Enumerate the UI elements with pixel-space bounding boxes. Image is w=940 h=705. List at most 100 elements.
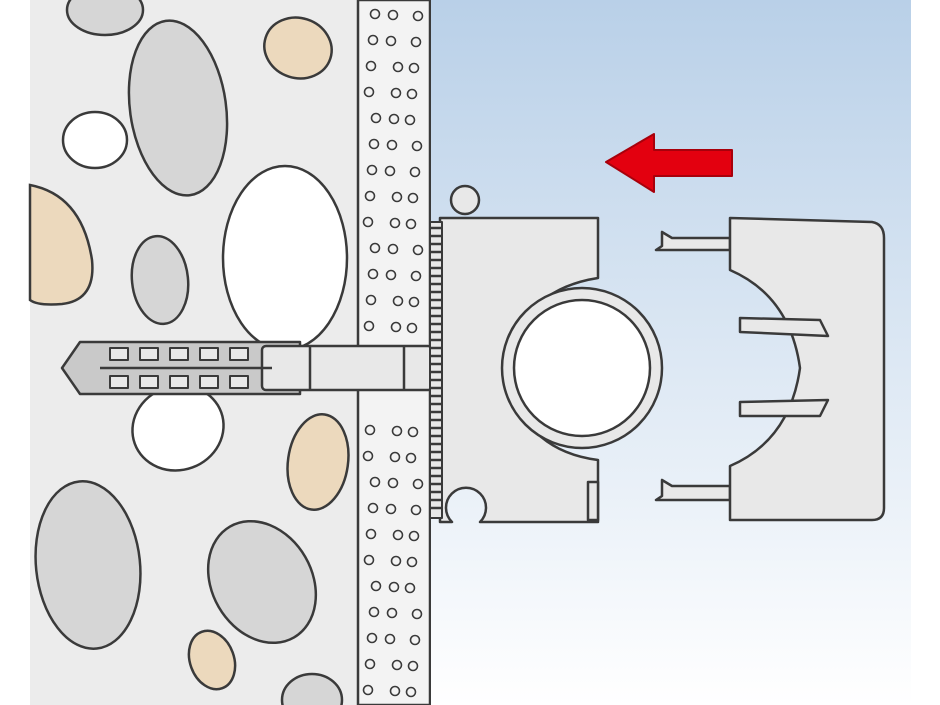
plaster-pore: [406, 556, 418, 568]
plaster-pore: [392, 529, 404, 541]
stone: [28, 183, 94, 306]
stone: [130, 234, 190, 326]
plaster-pore: [406, 88, 418, 100]
plaster-pore: [370, 580, 382, 592]
clip-base-half: [429, 184, 664, 524]
stone: [286, 413, 350, 511]
plaster-pore: [387, 9, 399, 21]
plaster-pore: [407, 192, 419, 204]
arrow-left-icon: [605, 133, 733, 193]
pipe-ring-inner: [512, 298, 652, 438]
plaster-pore: [369, 8, 381, 20]
plaster-pore: [392, 295, 404, 307]
plaster-pore: [390, 87, 402, 99]
plaster-pore: [365, 294, 377, 306]
plaster-pore: [366, 164, 378, 176]
plaster-pore: [362, 216, 374, 228]
plaster-pore: [384, 165, 396, 177]
plaster-pore: [390, 555, 402, 567]
stone: [34, 480, 142, 650]
clip-serration: [429, 221, 443, 519]
stone: [206, 519, 318, 645]
plaster-pore: [384, 633, 396, 645]
plaster-pore: [407, 426, 419, 438]
plaster-pore: [389, 217, 401, 229]
anchor-tooth: [229, 375, 249, 389]
plaster-pore: [388, 113, 400, 125]
stone: [280, 672, 344, 705]
plaster-pore: [362, 684, 374, 696]
plaster-pore: [387, 477, 399, 489]
plaster-pore: [385, 269, 397, 281]
plaster-pore: [408, 530, 420, 542]
plaster-pore: [411, 608, 423, 620]
plaster-pore: [411, 140, 423, 152]
plaster-pore: [412, 10, 424, 22]
anchor-tooth: [169, 347, 189, 361]
plaster-pore: [365, 60, 377, 72]
stone: [65, 0, 145, 37]
plaster-pore: [369, 476, 381, 488]
plaster-pore: [408, 296, 420, 308]
plaster-pore: [391, 191, 403, 203]
anchor-tooth: [139, 347, 159, 361]
anchor-tooth: [199, 347, 219, 361]
plaster-pore: [409, 166, 421, 178]
plaster-pore: [391, 425, 403, 437]
plaster-pore: [410, 270, 422, 282]
plaster-pore: [391, 659, 403, 671]
anchor-tooth: [109, 347, 129, 361]
plaster-pore: [365, 528, 377, 540]
clip-cover-half: [654, 216, 886, 522]
plaster-pore: [368, 606, 380, 618]
plaster-pore: [362, 450, 374, 462]
plaster-pore: [404, 582, 416, 594]
stone: [263, 16, 333, 80]
direction-arrow: [605, 133, 733, 193]
plaster-pore: [407, 660, 419, 672]
plaster-pore: [367, 268, 379, 280]
clip-cover-rib: [738, 316, 830, 338]
plaster-pore: [388, 581, 400, 593]
plaster-pore: [392, 61, 404, 73]
plaster-pore: [363, 320, 375, 332]
plaster-pore: [408, 62, 420, 74]
wall-anchor: [60, 340, 434, 396]
anchor-tooth: [139, 375, 159, 389]
plaster-pore: [404, 114, 416, 126]
plaster-pore: [366, 632, 378, 644]
clip-cover-body: [728, 216, 886, 522]
plaster-pore: [390, 321, 402, 333]
plaster-pore: [405, 218, 417, 230]
stone: [127, 19, 229, 197]
plaster-pore: [363, 554, 375, 566]
clip-serration-lines: [431, 226, 441, 510]
plaster-pore: [412, 244, 424, 256]
plaster-pore: [406, 322, 418, 334]
stone: [61, 110, 129, 170]
plaster-pore: [364, 658, 376, 670]
clip-cover-rib: [738, 398, 830, 418]
plaster-pore: [409, 634, 421, 646]
plaster-pore: [368, 138, 380, 150]
clip-top-knob: [449, 184, 481, 216]
plaster-pore: [410, 36, 422, 48]
stone: [187, 629, 237, 691]
plaster-pore: [405, 452, 417, 464]
plaster-pore: [412, 478, 424, 490]
plaster-pore: [386, 607, 398, 619]
plaster-pore: [385, 35, 397, 47]
plaster-pore: [389, 451, 401, 463]
plaster-pore: [363, 86, 375, 98]
plaster-pore: [387, 243, 399, 255]
plaster-pore: [389, 685, 401, 697]
anchor-tooth: [199, 375, 219, 389]
concrete-stones: [28, 0, 350, 705]
plaster-pore: [370, 112, 382, 124]
anchor-tooth: [109, 375, 129, 389]
stone: [221, 164, 349, 352]
anchor-tooth: [229, 347, 249, 361]
anchor-tooth: [169, 375, 189, 389]
